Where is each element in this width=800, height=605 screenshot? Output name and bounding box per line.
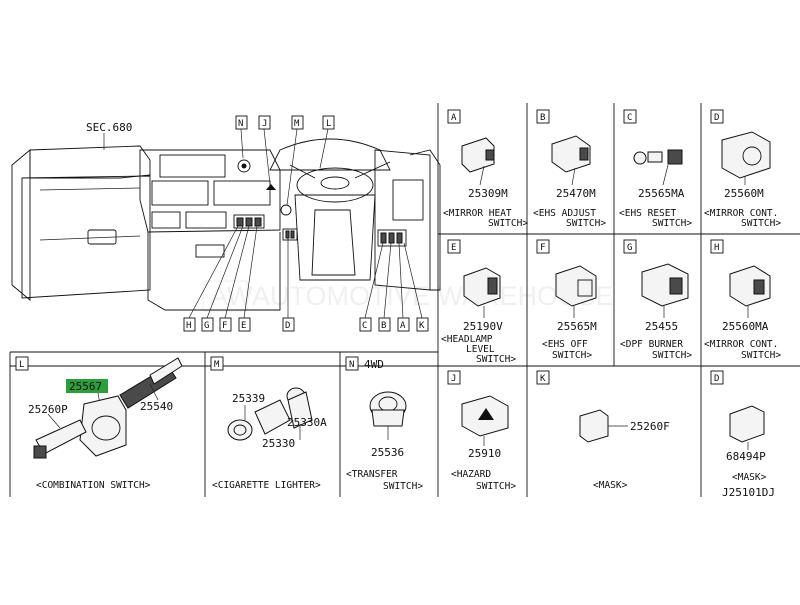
panel-h-caption-2: SWITCH> — [741, 350, 781, 361]
panel-l: L 25567 25260P 25540 <COMBINATION SWITCH… — [15, 356, 183, 491]
highlight-25567 — [66, 379, 108, 393]
panel-c-letter: C — [627, 113, 632, 123]
panel-e-letter: E — [451, 243, 456, 253]
panel-b: B 25470M <EHS ADJUST SWITCH> — [533, 109, 606, 229]
panel-h: H 25560MA <MIRROR CONT. SWITCH> — [704, 239, 781, 361]
panel-h-part: 25560MA — [722, 320, 769, 333]
callout-f: F — [222, 321, 227, 331]
panel-a-caption-2: SWITCH> — [488, 218, 528, 229]
panel-d1-caption-1: <MIRROR CONT. — [704, 208, 778, 219]
panel-m-part-2: 25330A — [287, 416, 327, 429]
panel-e-caption-2: LEVEL — [466, 344, 495, 355]
panel-e: E 25190V <HEADLAMP LEVEL SWITCH> — [441, 239, 516, 365]
panel-g: G 25455 <DPF BURNER SWITCH> — [620, 239, 692, 361]
panel-d1-caption-2: SWITCH> — [741, 218, 781, 229]
watermark: AW AUTOMOTIVE WAREHOUSE — [202, 280, 614, 312]
panel-d2-letter: D — [714, 374, 719, 384]
panel-j-caption-1: <HAZARD — [451, 469, 491, 480]
callout-n: N — [238, 119, 243, 129]
panel-d-bottom: D 68494P <MASK> — [710, 370, 767, 483]
callout-h: H — [186, 321, 191, 331]
panel-g-letter: G — [627, 243, 632, 253]
panel-b-part: 25470M — [556, 187, 596, 200]
panel-k: K 25260F <MASK> — [536, 370, 670, 491]
callout-a: A — [400, 321, 406, 331]
callout-d: D — [285, 321, 290, 331]
panel-c-part: 25565MA — [638, 187, 685, 200]
panel-h-caption-1: <MIRROR CONT. — [704, 339, 778, 350]
panel-e-caption-3: SWITCH> — [476, 354, 516, 365]
panel-g-part: 25455 — [645, 320, 678, 333]
panel-n-part: 25536 — [371, 446, 404, 459]
panel-l-caption: <COMBINATION SWITCH> — [36, 480, 151, 491]
panel-n: N 4WD 25536 <TRANSFER SWITCH> — [345, 356, 423, 492]
panel-a-letter: A — [451, 113, 457, 123]
panel-b-caption-2: SWITCH> — [566, 218, 606, 229]
callout-l: L — [326, 119, 331, 129]
top-callouts: N J M L — [235, 115, 335, 206]
callout-g: G — [204, 321, 209, 331]
panel-a: A 25309M <MIRROR HEAT SWITCH> — [443, 109, 528, 229]
panel-f-letter: F — [540, 243, 545, 253]
panel-e-caption-1: <HEADLAMP — [441, 334, 493, 345]
panel-c: C 25565MA <EHS RESET SWITCH> — [619, 109, 692, 229]
panel-k-letter: K — [540, 374, 546, 384]
panel-e-part: 25190V — [463, 320, 503, 333]
panel-d1-letter: D — [714, 113, 719, 123]
panel-h-letter: H — [714, 243, 719, 253]
panel-k-caption-1: <MASK> — [593, 480, 628, 491]
panel-m-part-3: 25330 — [262, 437, 295, 450]
panel-n-caption-2: SWITCH> — [383, 481, 423, 492]
callout-m: M — [294, 119, 300, 129]
panel-c-caption-1: <EHS RESET — [619, 208, 676, 219]
callout-j: J — [262, 119, 267, 129]
panel-d2-part: 68494P — [726, 450, 766, 463]
panel-d1-part: 25560M — [724, 187, 764, 200]
bottom-callouts: H G F E D C B A K — [183, 225, 429, 332]
panel-j: J 25910 <HAZARD SWITCH> — [447, 370, 516, 492]
watermark-text: AUTOMOTIVE WAREHOUSE — [252, 281, 614, 311]
panel-d2-caption-1: <MASK> — [732, 472, 767, 483]
panel-m: M 25339 25330A 25330 <CIGARETTE LIGHTER> — [210, 356, 327, 491]
dashboard-drawing: SEC.680 — [11, 121, 441, 311]
panel-b-caption-1: <EHS ADJUST — [533, 208, 596, 219]
panel-c-caption-2: SWITCH> — [652, 218, 692, 229]
diagram-id: J25101DJ — [722, 486, 775, 499]
panel-j-part: 25910 — [468, 447, 501, 460]
panel-f: F 25565M <EHS OFF SWITCH> — [536, 239, 597, 361]
panel-n-tag: 4WD — [364, 358, 384, 371]
panel-l-letter: L — [19, 360, 24, 370]
panel-m-part-1: 25339 — [232, 392, 265, 405]
panel-f-part: 25565M — [557, 320, 597, 333]
panel-b-letter: B — [540, 113, 545, 123]
panel-l-part-2: 25260P — [28, 403, 68, 416]
callout-b: B — [381, 321, 386, 331]
panel-g-caption-1: <DPF BURNER — [620, 339, 683, 350]
callout-k: K — [419, 321, 425, 331]
panel-n-caption-1: <TRANSFER — [346, 469, 398, 480]
watermark-logo: AW — [210, 281, 253, 311]
panel-n-letter: N — [349, 360, 354, 370]
panel-a-part: 25309M — [468, 187, 508, 200]
panel-d-top: D 25560M <MIRROR CONT. SWITCH> — [704, 109, 781, 229]
callout-c: C — [362, 321, 367, 331]
panel-m-letter: M — [214, 360, 220, 370]
panel-l-part-1: 25567 — [69, 380, 102, 393]
panel-g-caption-2: SWITCH> — [652, 350, 692, 361]
panel-a-caption-1: <MIRROR HEAT — [443, 208, 512, 219]
panel-k-part: 25260F — [630, 420, 670, 433]
panel-l-part-3: 25540 — [140, 400, 173, 413]
panel-j-letter: J — [451, 374, 456, 384]
sec-label: SEC.680 — [86, 121, 132, 134]
grid — [9, 103, 800, 497]
panel-j-caption-2: SWITCH> — [476, 481, 516, 492]
callout-e: E — [241, 321, 246, 331]
panel-m-caption: <CIGARETTE LIGHTER> — [212, 480, 321, 491]
panel-f-caption-1: <EHS OFF — [542, 339, 588, 350]
panel-f-caption-2: SWITCH> — [552, 350, 592, 361]
